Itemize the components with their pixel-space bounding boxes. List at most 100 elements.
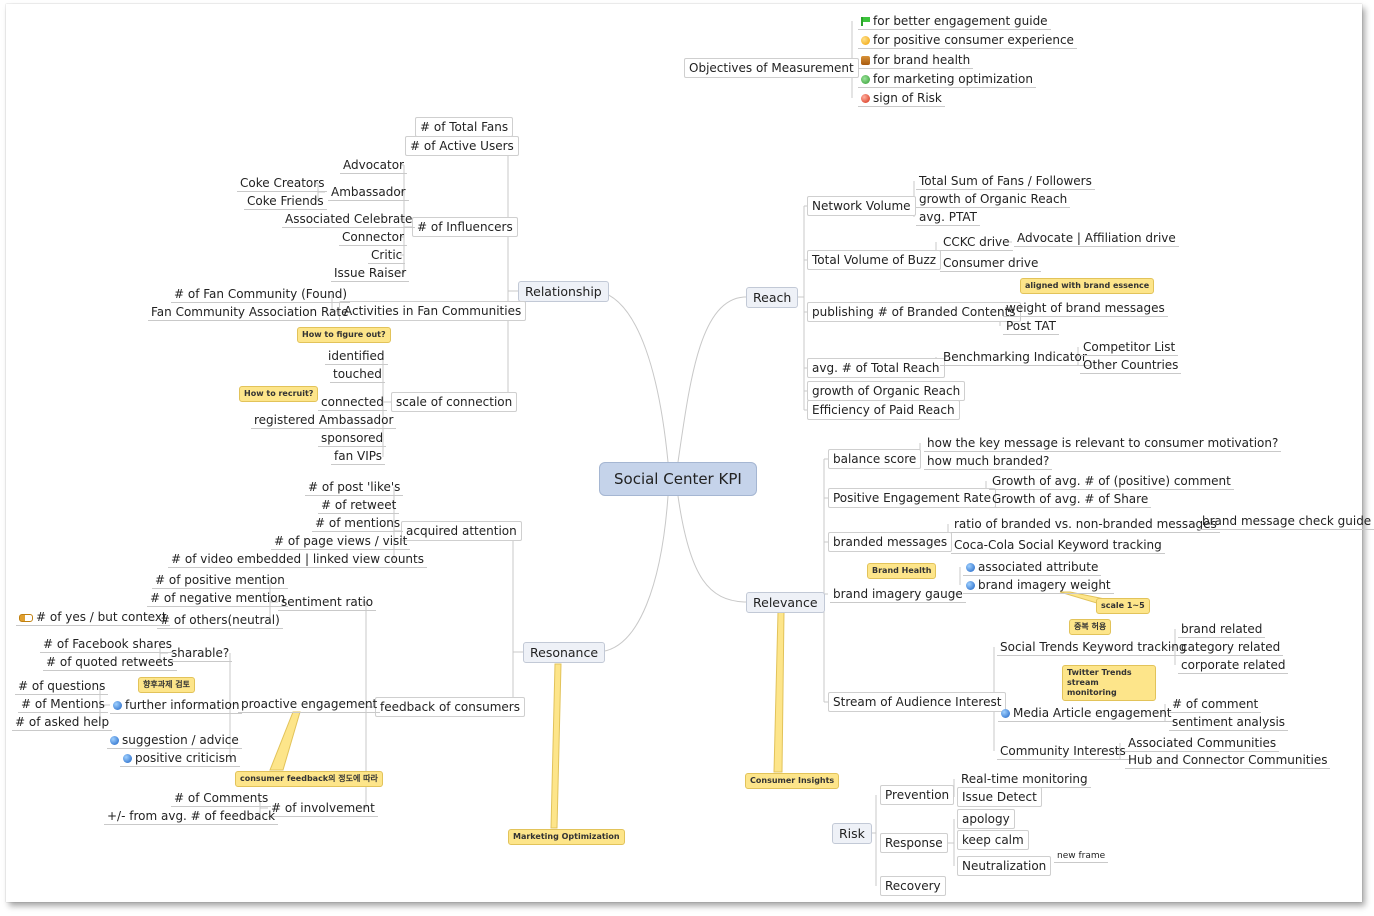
total-fans-node[interactable]: # of Total Fans	[415, 117, 514, 137]
response-item[interactable]: apology	[957, 809, 1015, 829]
fan-community-item[interactable]: Fan Community Association Rate	[148, 304, 352, 321]
benchmark-node[interactable]: Benchmarking Indicator	[940, 349, 1090, 366]
ratio-node[interactable]: ratio of branded vs. non-branded message…	[951, 516, 1220, 533]
trends-item[interactable]: category related	[1178, 639, 1284, 656]
response-item[interactable]: Neutralization	[957, 856, 1052, 876]
response-node[interactable]: Response	[880, 833, 948, 853]
ratio-child[interactable]: brand message check guide	[1199, 513, 1374, 530]
neutral-child[interactable]: new frame	[1054, 851, 1109, 863]
involvement-item[interactable]: # of Comments	[171, 790, 272, 807]
relevance-topic[interactable]: Relevance	[746, 592, 825, 613]
imagery-gauge-node[interactable]: brand imagery gauge	[830, 586, 966, 603]
influencer-item[interactable]: Associated Celebrate	[282, 211, 416, 228]
balance-item[interactable]: how much branded?	[924, 453, 1053, 470]
influencers-node[interactable]: # of Influencers	[412, 217, 518, 237]
balance-score-node[interactable]: balance score	[828, 449, 922, 469]
attention-item[interactable]: # of post 'like's	[305, 479, 404, 496]
sentiment-item[interactable]: # of negative mention	[147, 590, 289, 607]
bench-item[interactable]: Other Countries	[1080, 357, 1182, 374]
relationship-topic[interactable]: Relationship	[518, 281, 609, 302]
community-node[interactable]: Community Interests	[997, 743, 1129, 760]
sentiment-item[interactable]: # of positive mention	[152, 572, 288, 589]
further-info-node[interactable]: further information	[110, 697, 243, 714]
active-users-node[interactable]: # of Active Users	[405, 136, 519, 156]
stream-node[interactable]: Stream of Audience Interest	[828, 692, 1007, 712]
suggestion-node[interactable]: suggestion / advice	[107, 732, 242, 749]
prevention-item[interactable]: Issue Detect	[957, 787, 1042, 807]
scale-item[interactable]: touched	[330, 366, 385, 383]
attention-item[interactable]: # of page views / visit	[271, 533, 411, 550]
media-item[interactable]: sentiment analysis	[1169, 714, 1289, 731]
scale-item[interactable]: fan VIPs	[331, 448, 386, 465]
objective-item[interactable]: sign of Risk	[858, 90, 945, 107]
involvement-node[interactable]: # of involvement	[268, 800, 378, 817]
objective-item[interactable]: for brand health	[858, 52, 974, 69]
influencer-item[interactable]: Issue Raiser	[331, 265, 410, 282]
media-item[interactable]: # of comment	[1169, 696, 1262, 713]
proactive-node[interactable]: proactive engagement	[238, 696, 381, 713]
attention-item[interactable]: # of mentions	[312, 515, 404, 532]
paid-reach-node[interactable]: Efficiency of Paid Reach	[807, 400, 960, 420]
recovery-node[interactable]: Recovery	[880, 876, 946, 896]
objective-item[interactable]: for better engagement guide	[858, 13, 1051, 30]
scale-connection-node[interactable]: scale of connection	[391, 392, 518, 412]
positive-item[interactable]: Growth of avg. # of (positive) comment	[989, 473, 1234, 490]
ambassador-child[interactable]: Coke Creators	[237, 175, 328, 192]
influencer-item[interactable]: Connector	[339, 229, 407, 246]
cckc-child[interactable]: Advocate | Affiliation drive	[1014, 230, 1179, 247]
acquired-attention-node[interactable]: acquired attention	[401, 521, 522, 541]
prevention-item[interactable]: Real-time monitoring	[958, 771, 1091, 788]
network-item[interactable]: avg. PTAT	[916, 209, 980, 226]
influencer-item[interactable]: Ambassador	[328, 184, 409, 201]
network-volume-node[interactable]: Network Volume	[807, 196, 916, 216]
fan-community-item[interactable]: # of Fan Community (Found)	[171, 286, 351, 303]
buzz-node[interactable]: Total Volume of Buzz	[807, 250, 942, 270]
branded-item[interactable]: Post TAT	[1003, 318, 1059, 335]
sentiment-node[interactable]: sentiment ratio	[278, 594, 377, 611]
scale-item[interactable]: identified	[325, 348, 388, 365]
community-item[interactable]: Associated Communities	[1125, 735, 1280, 752]
objective-item[interactable]: for marketing optimization	[858, 71, 1036, 88]
prevention-node[interactable]: Prevention	[880, 785, 955, 805]
objectives-topic[interactable]: Objectives of Measurement	[684, 58, 859, 78]
total-reach-node[interactable]: avg. # of Total Reach	[807, 358, 945, 378]
reach-topic[interactable]: Reach	[746, 287, 799, 308]
ambassador-child[interactable]: Coke Friends	[244, 193, 327, 210]
further-item[interactable]: # of asked help	[12, 714, 113, 731]
criticism-node[interactable]: positive criticism	[120, 750, 240, 767]
influencer-item[interactable]: Advocator	[340, 157, 407, 174]
bench-item[interactable]: Competitor List	[1080, 339, 1179, 356]
positive-engagement-node[interactable]: Positive Engagement Rate	[828, 488, 996, 508]
scale-item[interactable]: sponsored	[318, 430, 387, 447]
organic-reach-node[interactable]: growth of Organic Reach	[807, 381, 966, 401]
yes-but-context[interactable]: # of yes / but context	[16, 609, 170, 626]
branded-item[interactable]: weight of brand messages	[1003, 300, 1168, 317]
branded-contents-node[interactable]: publishing # of Branded Contents	[807, 302, 1021, 322]
cckc-node[interactable]: CCKC drive	[940, 234, 1013, 251]
response-item[interactable]: keep calm	[957, 830, 1029, 850]
scale-item[interactable]: connected	[318, 394, 387, 411]
further-item[interactable]: # of questions	[15, 678, 109, 695]
risk-topic[interactable]: Risk	[832, 823, 872, 844]
fan-communities-node[interactable]: Activities in Fan Communities	[339, 301, 527, 321]
further-item[interactable]: # of Mentions	[18, 696, 108, 713]
attention-item[interactable]: # of video embedded | linked view counts	[168, 551, 427, 568]
objective-item[interactable]: for positive consumer experience	[858, 32, 1077, 49]
community-item[interactable]: Hub and Connector Communities	[1125, 752, 1331, 769]
network-item[interactable]: Total Sum of Fans / Followers	[916, 173, 1095, 190]
imagery-item[interactable]: associated attribute	[963, 559, 1102, 576]
attention-item[interactable]: # of retweet	[318, 497, 400, 514]
media-node[interactable]: Media Article engagement	[998, 705, 1175, 722]
sentiment-item[interactable]: # of others(neutral)	[157, 612, 283, 629]
trends-item[interactable]: brand related	[1178, 621, 1266, 638]
imagery-item[interactable]: brand imagery weight	[963, 577, 1114, 594]
sharable-item[interactable]: # of Facebook shares	[40, 636, 175, 653]
scale-item[interactable]: registered Ambassador	[251, 412, 397, 429]
sharable-item[interactable]: # of quoted retweets	[43, 654, 177, 671]
resonance-topic[interactable]: Resonance	[523, 642, 606, 663]
sharable-node[interactable]: sharable?	[168, 645, 233, 662]
positive-item[interactable]: Growth of avg. # of Share	[989, 491, 1152, 508]
consumer-drive[interactable]: Consumer drive	[940, 255, 1042, 272]
branded-messages-node[interactable]: branded messages	[828, 532, 953, 552]
root-topic[interactable]: Social Center KPI	[599, 462, 757, 496]
